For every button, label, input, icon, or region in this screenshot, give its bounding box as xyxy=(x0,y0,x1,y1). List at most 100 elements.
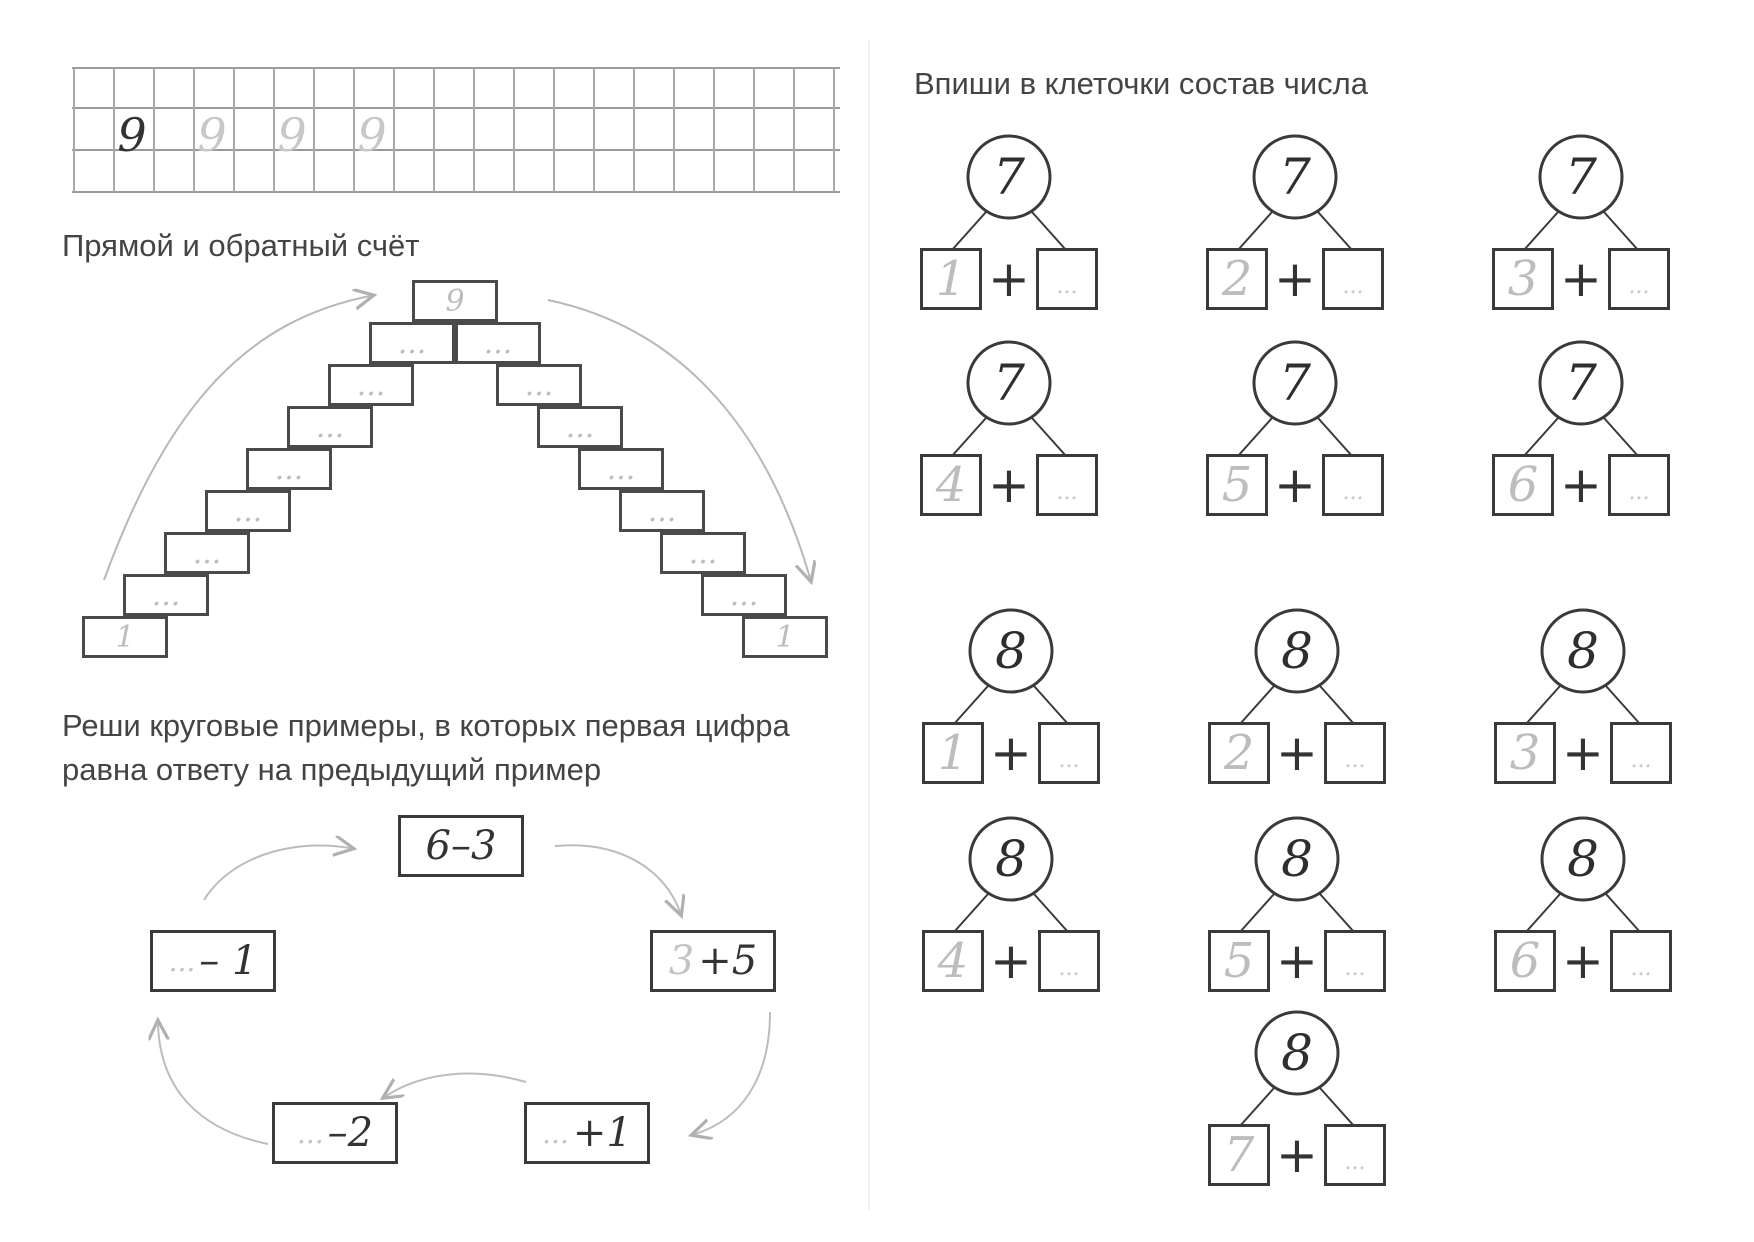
tree-part-answer[interactable]: ... xyxy=(1036,248,1098,310)
tree-total: 7 xyxy=(1279,354,1311,412)
tree-lines xyxy=(953,816,1069,933)
tree-lines xyxy=(1525,608,1641,725)
page-fold xyxy=(868,40,870,1210)
grid-digit-trace[interactable]: 9 xyxy=(357,108,387,162)
plus-sign: + xyxy=(1562,724,1604,782)
example-box-start[interactable]: 6–3 xyxy=(398,815,524,877)
example-box[interactable]: 3 +5 xyxy=(650,930,776,992)
descending-step[interactable]: ... xyxy=(701,574,787,616)
example-box[interactable]: ... +1 xyxy=(524,1102,650,1164)
tree-part-answer[interactable]: ... xyxy=(1322,454,1384,516)
tree-part-given[interactable]: 6 xyxy=(1494,930,1556,992)
example-prefix: ... xyxy=(296,1116,324,1150)
tree-total: 7 xyxy=(993,354,1025,412)
ascending-step[interactable]: ... xyxy=(205,490,291,532)
tree-part-answer[interactable]: ... xyxy=(1324,722,1386,784)
grid-lines xyxy=(72,67,840,193)
tree-total: 7 xyxy=(993,148,1025,206)
tree-part-given[interactable]: 2 xyxy=(1208,722,1270,784)
tree-part-answer[interactable]: ... xyxy=(1610,722,1672,784)
ascending-arrow xyxy=(103,296,370,581)
example-prefix: 3 xyxy=(668,938,695,984)
tree-part-given[interactable]: 4 xyxy=(922,930,984,992)
descending-step[interactable]: ... xyxy=(537,406,623,448)
tree-part-given[interactable]: 7 xyxy=(1208,1124,1270,1186)
descending-step[interactable]: 1 xyxy=(742,616,828,658)
tree-part-answer[interactable]: ... xyxy=(1324,1124,1386,1186)
grid-digit-sample: 9 xyxy=(117,108,147,162)
tree-lines xyxy=(951,340,1067,457)
example-expression: –2 xyxy=(327,1110,374,1156)
tree-total: 8 xyxy=(1281,1024,1313,1082)
example-box[interactable]: ... – 1 xyxy=(150,930,276,992)
circular-title-line2: равна ответу на предыдущий пример xyxy=(62,752,602,787)
descending-step[interactable]: ... xyxy=(578,448,664,490)
tree-part-answer[interactable]: ... xyxy=(1324,930,1386,992)
descending-step[interactable]: ... xyxy=(496,364,582,406)
plus-sign: + xyxy=(1560,250,1602,308)
tree-part-given[interactable]: 3 xyxy=(1492,248,1554,310)
example-expression: +5 xyxy=(698,938,758,984)
tree-lines xyxy=(951,134,1067,251)
plus-sign: + xyxy=(988,250,1030,308)
tree-part-answer[interactable]: ... xyxy=(1608,248,1670,310)
tree-total: 8 xyxy=(1281,622,1313,680)
tree-lines xyxy=(1239,608,1355,725)
ascending-step[interactable]: ... xyxy=(287,406,373,448)
tree-total: 8 xyxy=(995,622,1027,680)
circular-title-line1: Реши круговые примеры, в которых первая … xyxy=(62,708,790,743)
tree-part-given[interactable]: 1 xyxy=(922,722,984,784)
plus-sign: + xyxy=(990,724,1032,782)
ascending-step[interactable]: ... xyxy=(328,364,414,406)
tree-part-given[interactable]: 5 xyxy=(1206,454,1268,516)
tree-part-given[interactable]: 3 xyxy=(1494,722,1556,784)
plus-sign: + xyxy=(1276,724,1318,782)
descending-step[interactable]: ... xyxy=(455,322,541,364)
ascending-step[interactable]: ... xyxy=(246,448,332,490)
tree-total: 8 xyxy=(995,830,1027,888)
tree-part-answer[interactable]: ... xyxy=(1322,248,1384,310)
composition-title: Впиши в клеточки состав числа xyxy=(914,66,1368,101)
ascending-step[interactable]: 1 xyxy=(82,616,168,658)
counting-title: Прямой и обратный счёт xyxy=(62,228,420,263)
example-expression: – 1 xyxy=(199,938,258,984)
tree-lines xyxy=(1237,134,1353,251)
tree-part-given[interactable]: 5 xyxy=(1208,930,1270,992)
tree-part-answer[interactable]: ... xyxy=(1608,454,1670,516)
plus-sign: + xyxy=(1562,932,1604,990)
tree-part-given[interactable]: 2 xyxy=(1206,248,1268,310)
ascending-step[interactable]: ... xyxy=(369,322,455,364)
tree-part-answer[interactable]: ... xyxy=(1038,722,1100,784)
tree-part-answer[interactable]: ... xyxy=(1610,930,1672,992)
tree-part-given[interactable]: 1 xyxy=(920,248,982,310)
ascending-step[interactable]: ... xyxy=(123,574,209,616)
tree-total: 8 xyxy=(1567,830,1599,888)
tree-part-answer[interactable]: ... xyxy=(1036,454,1098,516)
example-prefix: ... xyxy=(168,944,196,978)
top-step[interactable]: 9 xyxy=(412,280,498,322)
plus-sign: + xyxy=(990,932,1032,990)
tree-lines xyxy=(1239,1010,1355,1127)
ascending-step[interactable]: ... xyxy=(164,532,250,574)
grid-digit-trace[interactable]: 9 xyxy=(277,108,307,162)
tree-lines xyxy=(1239,816,1355,933)
tree-lines xyxy=(1525,816,1641,933)
descending-step[interactable]: ... xyxy=(619,490,705,532)
plus-sign: + xyxy=(1276,932,1318,990)
tree-lines xyxy=(1523,134,1639,251)
grid-digit-trace[interactable]: 9 xyxy=(197,108,227,162)
tree-part-answer[interactable]: ... xyxy=(1038,930,1100,992)
tree-part-given[interactable]: 6 xyxy=(1492,454,1554,516)
tree-total: 7 xyxy=(1279,148,1311,206)
descending-step[interactable]: ... xyxy=(660,532,746,574)
tree-part-given[interactable]: 4 xyxy=(920,454,982,516)
example-box[interactable]: ... –2 xyxy=(272,1102,398,1164)
